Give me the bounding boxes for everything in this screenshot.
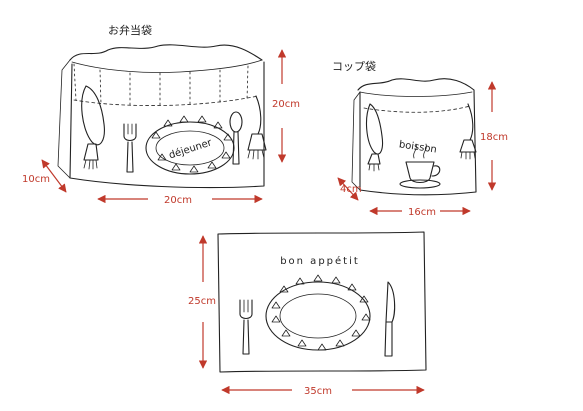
lunch-bag-label-text: déjeuner: [167, 136, 214, 161]
cup-bag: コップ袋 boisson 18cm: [332, 59, 508, 218]
cup-bag-width-label: 16cm: [408, 207, 436, 218]
placemat-label-text: bon appétit: [280, 255, 360, 267]
fork-icon-placemat: [239, 299, 253, 355]
lunch-bag: お弁当袋: [22, 23, 300, 206]
tassel-icon-right: [247, 95, 267, 160]
cup-bag-title: コップ袋: [332, 59, 376, 73]
tassel-icon-cup-left: [367, 153, 381, 172]
teacup-icon: [399, 143, 441, 189]
cup-bag-label-text: boisson: [398, 139, 437, 155]
lunch-bag-depth-label: 10cm: [22, 174, 50, 185]
lunch-bag-title: お弁当袋: [108, 23, 152, 37]
spoon-icon: [229, 111, 243, 165]
lunch-bag-label-oval: déjeuner: [145, 115, 235, 175]
tassel-icon-left: [83, 143, 99, 170]
cup-bag-depth-label: 4cm: [340, 184, 362, 195]
placemat-width-label: 35cm: [304, 386, 332, 397]
knife-icon: [384, 281, 396, 357]
placemat: bon appétit 25cm 35cm: [188, 231, 427, 397]
tassel-icon-cup-right: [459, 103, 477, 160]
lunch-bag-width-label: 20cm: [164, 195, 192, 206]
cup-bag-height-label: 18cm: [480, 132, 508, 143]
lunch-bag-height-label: 20cm: [272, 99, 300, 110]
fork-icon: [123, 123, 137, 173]
plate-icon: [265, 274, 371, 351]
placemat-height-label: 25cm: [188, 296, 216, 307]
